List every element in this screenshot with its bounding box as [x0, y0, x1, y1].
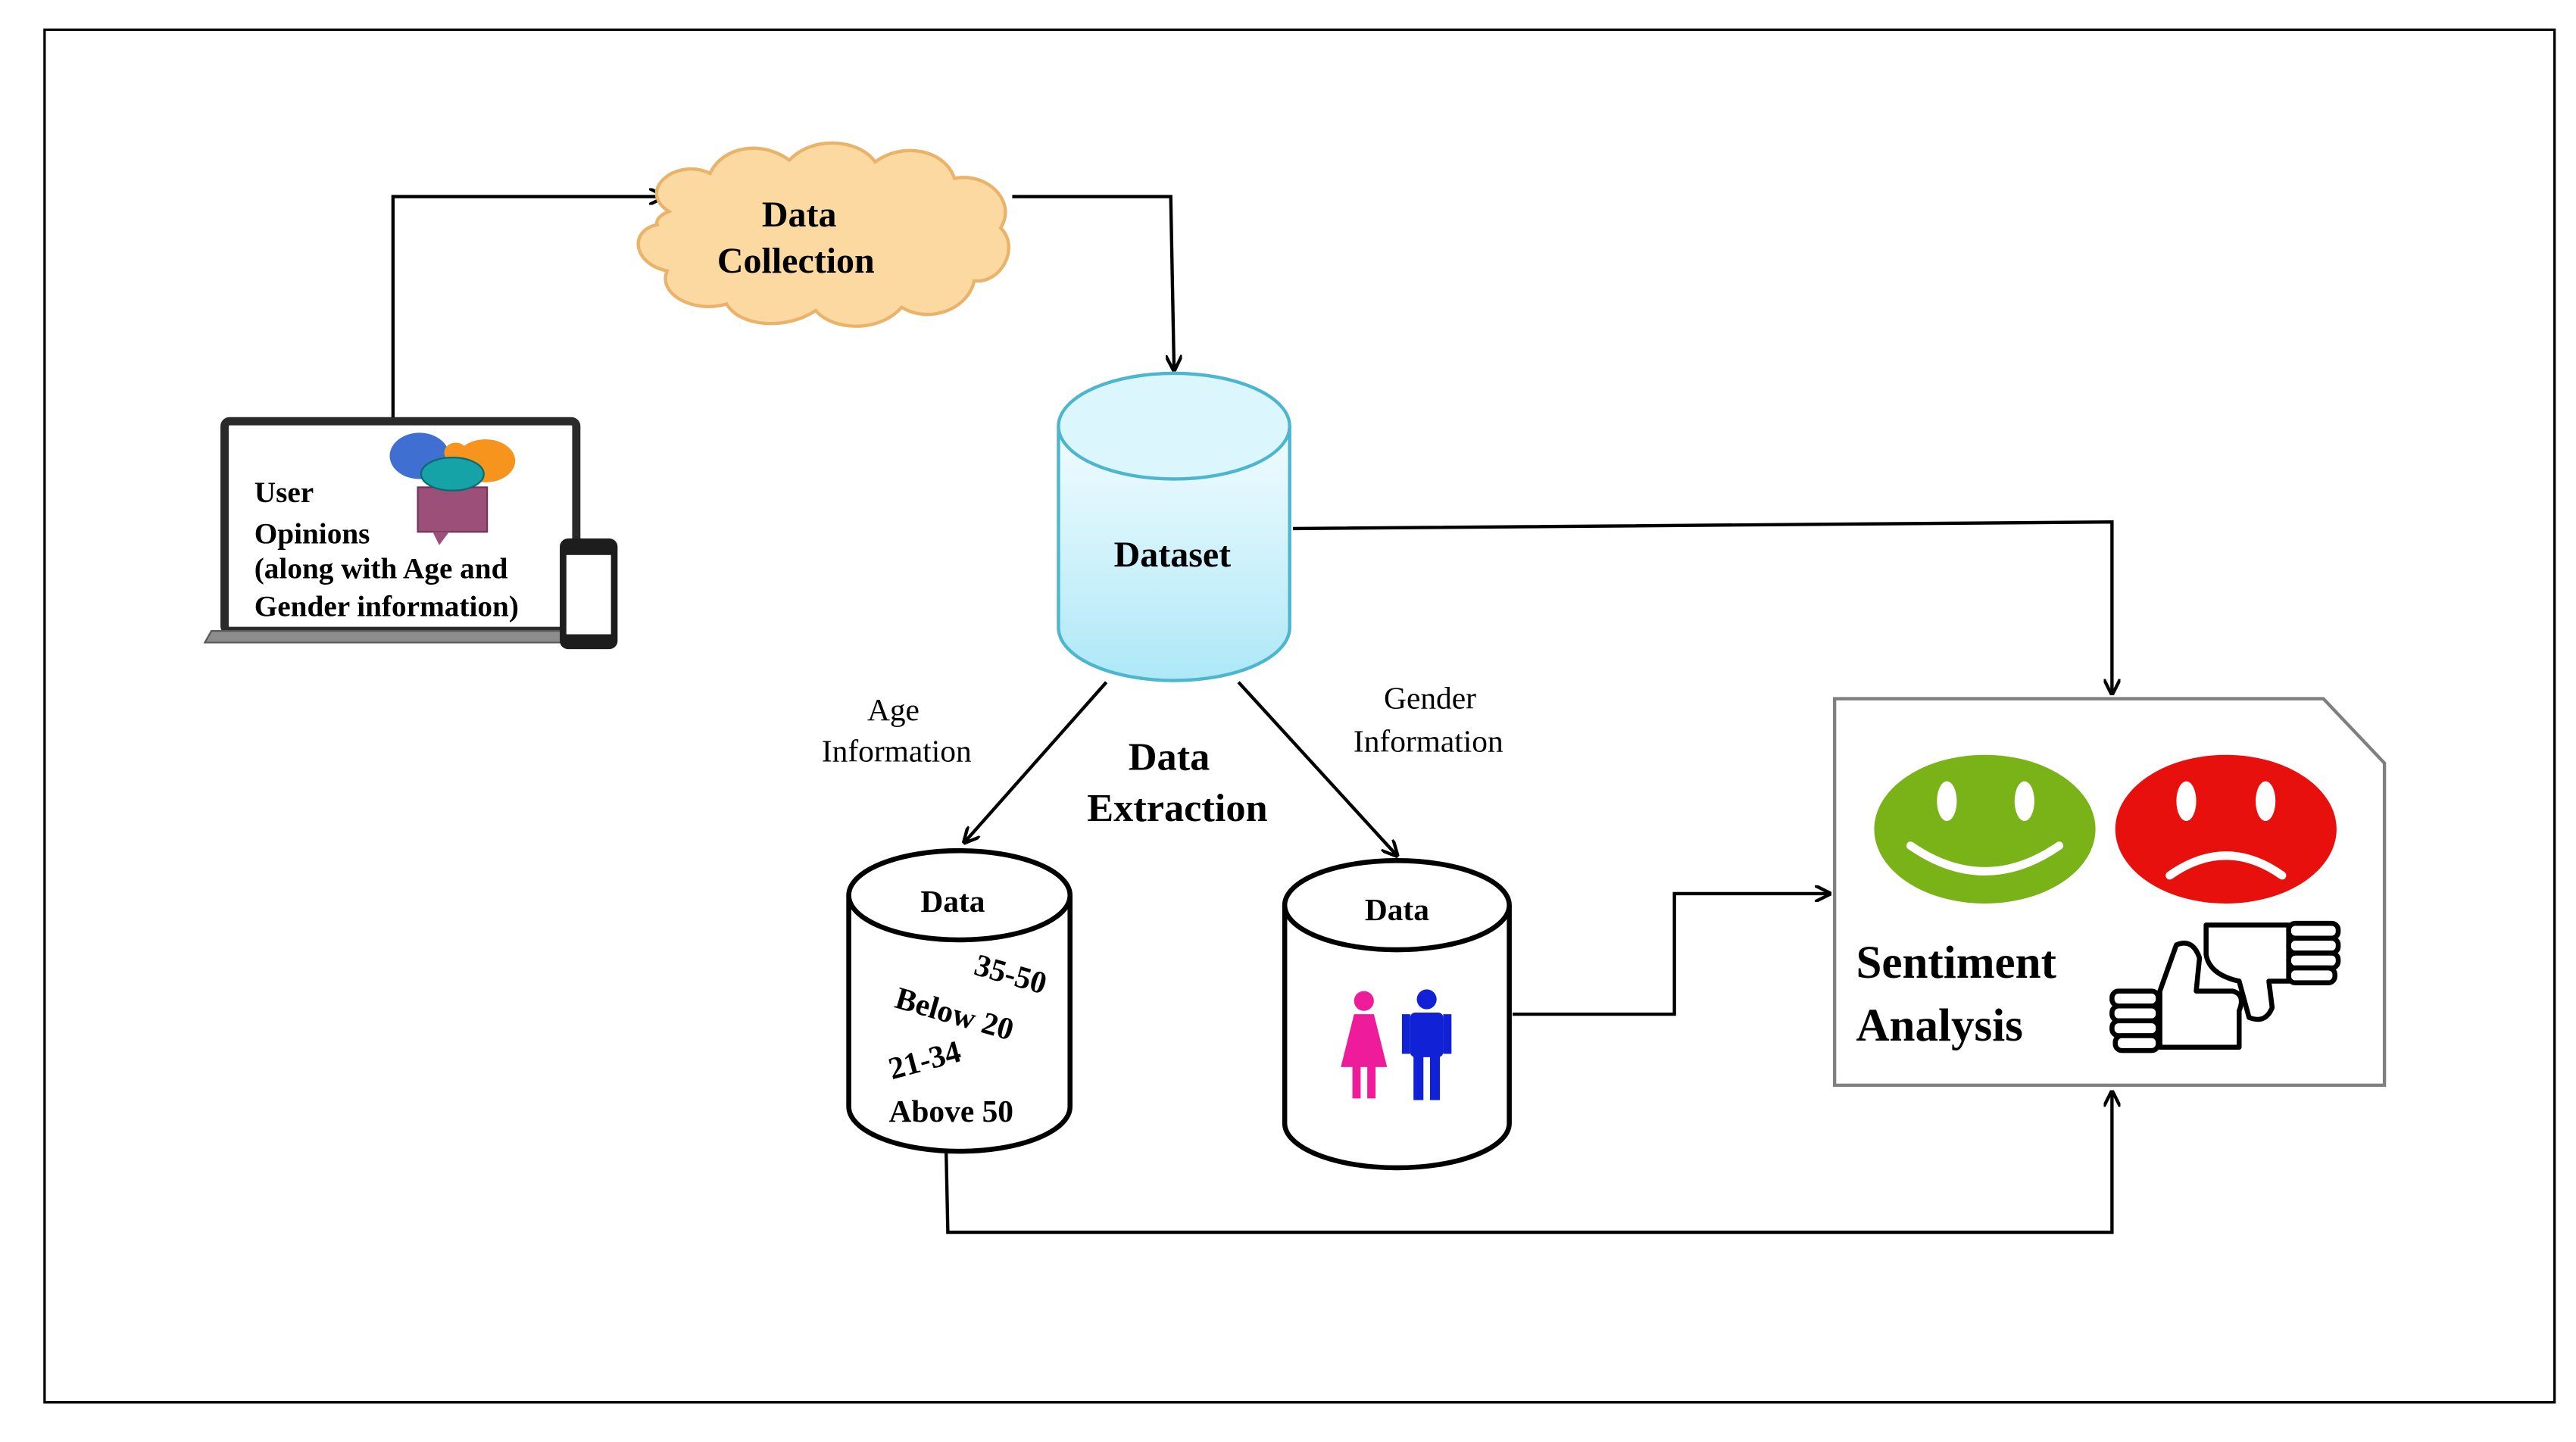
connectors	[391, 195, 2112, 1234]
data-collection-line-1: Data	[762, 195, 837, 235]
arrow-age-data-to-sentiment	[945, 1092, 2112, 1234]
dataset-body	[1057, 426, 1291, 682]
age-data-label: Data	[920, 884, 985, 919]
sad-face-icon	[2115, 754, 2337, 904]
user-opinions-line-2: Opinions	[254, 518, 370, 551]
chat-bubbles-icon	[389, 432, 516, 545]
user-opinions-line-4: Gender information)	[254, 591, 519, 623]
female-icon	[1341, 991, 1388, 1099]
arrow-dataset-to-age-data	[964, 681, 1108, 843]
gender-information-line-2: Information	[1354, 723, 1503, 758]
cloud-shape	[636, 141, 1010, 328]
user-opinions-line-1: User	[254, 476, 314, 509]
thumbs-up-icon	[2109, 941, 2244, 1053]
age-information-line-1: Age	[867, 692, 920, 727]
phone-icon	[560, 538, 618, 650]
male-icon	[1401, 989, 1452, 1100]
data-extraction-line-1: Data	[1129, 735, 1210, 779]
data-collection-cloud: Data Collection	[636, 141, 1010, 328]
thumbs-down-icon	[2203, 920, 2341, 1022]
sentiment-analysis-panel: Sentiment Analysis	[1832, 697, 2387, 1088]
gender-data-body	[1282, 905, 1512, 1171]
arrow-dataset-to-sentiment	[1293, 520, 2112, 694]
sentiment-analysis-line-1: Sentiment	[1856, 938, 2056, 988]
dataset-label: Dataset	[1114, 535, 1232, 575]
happy-face-icon	[1874, 754, 2096, 904]
user-opinions-line-3: (along with Age and	[254, 552, 508, 585]
data-collection-line-2: Collection	[717, 241, 875, 281]
dataset-cylinder: Dataset	[1057, 371, 1291, 682]
gender-data-top	[1282, 858, 1512, 953]
sentiment-analysis-line-2: Analysis	[1856, 1000, 2022, 1051]
arrow-dataset-to-gender-data	[1237, 681, 1397, 856]
gender-data-label: Data	[1365, 892, 1429, 927]
age-data-cylinder: Data 35-50 Below 20 21-34 Above 50	[846, 847, 1073, 1154]
age-information-line-2: Information	[822, 733, 972, 768]
laptop-base	[203, 630, 590, 644]
age-data-body	[846, 895, 1073, 1154]
gender-information-line-1: Gender	[1384, 681, 1476, 716]
arrow-collection-to-dataset	[1012, 195, 1174, 370]
age-group-above-50: Above 50	[888, 1094, 1013, 1128]
arrow-opinions-to-collection	[391, 197, 664, 426]
data-extraction-line-2: Extraction	[1087, 786, 1267, 830]
dataset-top	[1057, 371, 1291, 481]
user-opinions-device: User Opinions (along with Age and Gender…	[203, 417, 618, 650]
arrow-gender-data-to-sentiment	[1512, 894, 1830, 1016]
gender-data-cylinder: Data	[1282, 858, 1512, 1171]
age-data-top	[846, 847, 1073, 943]
